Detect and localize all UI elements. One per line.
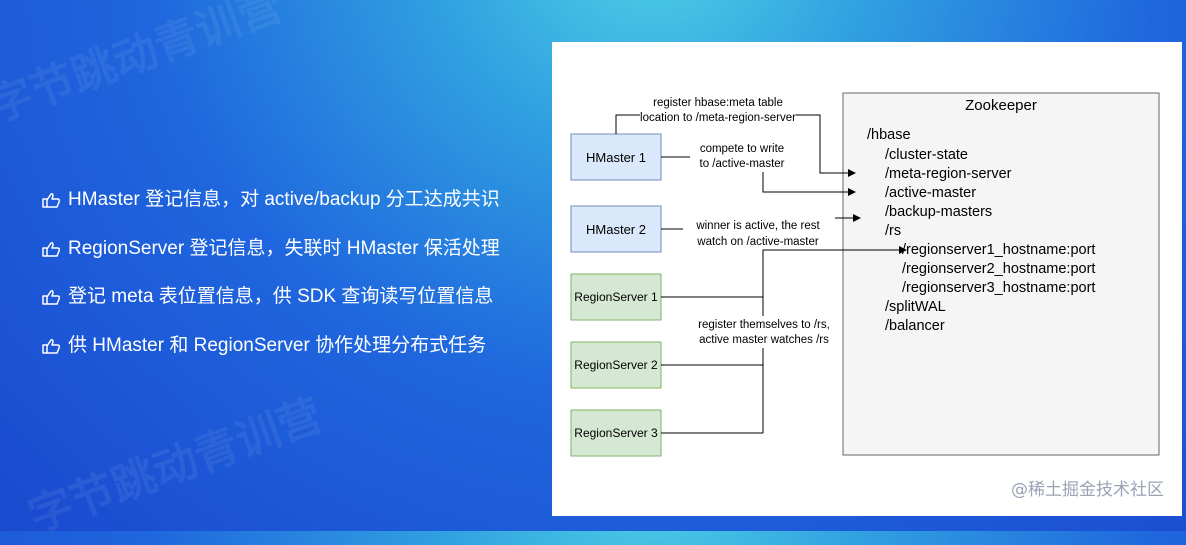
- hand-pointer-icon: [42, 338, 61, 354]
- edge-label: compete to write: [700, 143, 784, 155]
- hmaster-2-box: [570, 205, 662, 253]
- zk-node: /balancer: [885, 318, 945, 334]
- bullet-text: HMaster 登记信息，对 active/backup 分工达成共识: [68, 189, 500, 210]
- bullet-list: HMaster 登记信息，对 active/backup 分工达成共识 Regi…: [40, 188, 500, 382]
- regionserver-3-box: [570, 409, 662, 457]
- regionserver-3-label: RegionServer 3: [574, 426, 658, 440]
- watermark-text: @稀土掘金技术社区: [1011, 480, 1164, 500]
- hand-pointer-icon: [42, 290, 61, 305]
- hand-pointer-icon: [42, 241, 61, 257]
- bullet-item: 供 HMaster 和 RegionServer 协作处理分布式任务: [40, 334, 500, 383]
- zookeeper-box: [842, 92, 1160, 456]
- hmaster-2-label: HMaster 2: [586, 222, 646, 237]
- regionserver-2-label: RegionServer 2: [574, 358, 658, 372]
- background-watermark: 字节跳动青训营: [0, 0, 289, 132]
- zookeeper-title: Zookeeper: [965, 97, 1037, 114]
- bullet-text: RegionServer 登记信息，失联时 HMaster 保活处理: [68, 237, 500, 259]
- zk-node: /splitWAL: [885, 299, 946, 315]
- regionserver-2-box: [570, 341, 662, 389]
- diagram-panel: Zookeeper /hbase /cluster-state /meta-re…: [552, 42, 1182, 516]
- bullet-item: 登记 meta 表位置信息，供 SDK 查询读写位置信息: [40, 285, 500, 334]
- zk-node: /active-master: [885, 185, 976, 201]
- background-watermark: 字节跳动青训营: [22, 390, 329, 542]
- architecture-diagram: Zookeeper /hbase /cluster-state /meta-re…: [570, 92, 1160, 457]
- edge-label: watch on /active-master: [696, 236, 819, 248]
- hmaster-1-label: HMaster 1: [586, 150, 646, 165]
- bullet-text: 登记 meta 表位置信息，供 SDK 查询读写位置信息: [68, 286, 494, 307]
- hand-pointer-icon: [42, 193, 61, 208]
- edge-rs-bus: [762, 246, 907, 433]
- hmaster-1-box: [570, 133, 662, 181]
- edge-meta-region: [615, 114, 856, 177]
- zk-node: /rs: [885, 223, 901, 239]
- zk-node: /cluster-state: [885, 147, 968, 163]
- edge-label: location to /meta-region-server: [640, 112, 796, 124]
- zk-node: /hbase: [867, 127, 911, 143]
- zk-node: /backup-masters: [885, 204, 992, 220]
- bullet-item: RegionServer 登记信息，失联时 HMaster 保活处理: [40, 237, 500, 286]
- edge-label: active master watches /rs: [699, 334, 829, 346]
- zk-node: /regionserver2_hostname:port: [902, 261, 1095, 277]
- regionserver-1-label: RegionServer 1: [574, 290, 658, 304]
- edge-label: to /active-master: [700, 158, 785, 170]
- edge-label: winner is active, the rest: [695, 220, 820, 232]
- zk-node: /regionserver3_hostname:port: [902, 280, 1095, 296]
- edge-label: register hbase:meta table: [653, 97, 783, 109]
- edge-label: register themselves to /rs,: [698, 319, 830, 331]
- zk-node: /meta-region-server: [885, 166, 1012, 182]
- bullet-text: 供 HMaster 和 RegionServer 协作处理分布式任务: [68, 334, 487, 356]
- bullet-item: HMaster 登记信息，对 active/backup 分工达成共识: [40, 188, 500, 237]
- zk-node: /regionserver1_hostname:port: [902, 242, 1095, 258]
